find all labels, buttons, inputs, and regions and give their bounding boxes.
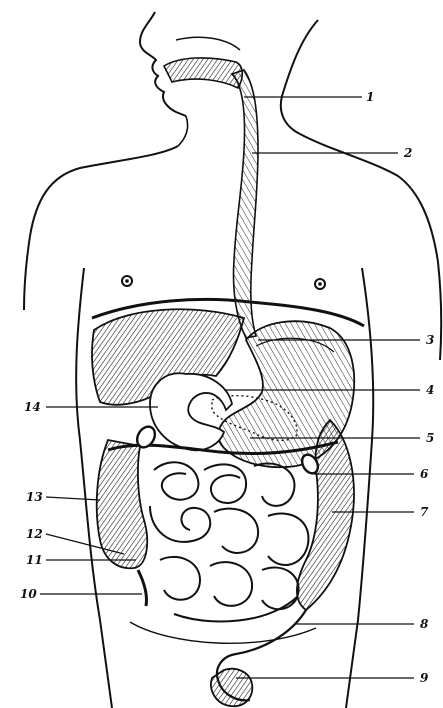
small-intestine <box>150 462 308 621</box>
callout-label-2: 2 <box>404 147 412 159</box>
neck-back <box>281 20 318 134</box>
callout-label-5: 5 <box>426 432 434 444</box>
callout-label-9: 9 <box>420 672 428 684</box>
callout-label-1: 1 <box>366 91 374 103</box>
callout-label-3: 3 <box>426 334 434 346</box>
pelvic-line <box>130 622 316 643</box>
rectum <box>211 669 252 706</box>
callout-label-12: 12 <box>26 528 43 540</box>
esophagus <box>232 70 258 338</box>
callout-label-4: 4 <box>426 384 434 396</box>
callout-label-10: 10 <box>20 588 37 600</box>
callout-label-6: 6 <box>420 468 428 480</box>
jaw-line <box>178 116 188 146</box>
left-shoulder <box>24 146 178 310</box>
nose-top <box>176 37 240 50</box>
callout-label-8: 8 <box>420 618 428 630</box>
appendix <box>138 570 147 606</box>
duodenum <box>150 373 232 450</box>
callout-label-13: 13 <box>26 491 43 503</box>
callout-label-14: 14 <box>24 401 41 413</box>
callout-label-11: 11 <box>26 554 43 566</box>
oral-cavity <box>164 58 242 88</box>
callout-label-7: 7 <box>420 506 428 518</box>
